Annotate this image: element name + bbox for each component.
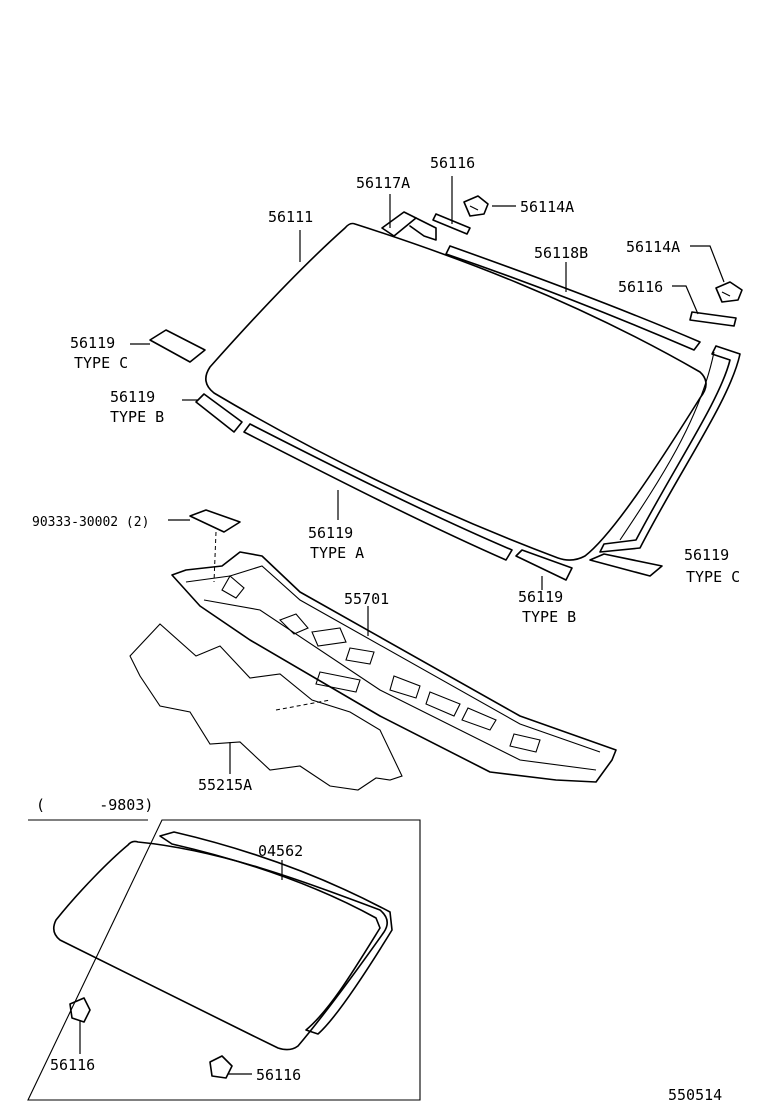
label-56116-inset-left: 56116: [50, 1056, 95, 1074]
label-diagram-id: 550514: [668, 1086, 722, 1104]
spacer-type-c-left: [149, 329, 206, 363]
label-56119-c-right: 56119: [684, 546, 729, 564]
spacer-type-c-right: [589, 553, 663, 577]
label-56114a-right: 56114A: [626, 238, 680, 256]
inset-windshield-glass: [52, 831, 393, 1051]
label-56116-right: 56116: [618, 278, 663, 296]
label-type-c-left: TYPE C: [74, 354, 128, 372]
label-90333: 90333-30002 (2): [32, 515, 149, 530]
part-labels: 56116 56117A 56114A 56111 56118B 56114A …: [32, 154, 740, 1104]
clip-56116-top: [432, 213, 471, 235]
label-56119-b-left: 56119: [110, 388, 155, 406]
label-inset-range: ( -9803): [36, 796, 153, 814]
cowl-seal: [129, 623, 403, 791]
windshield-glass: [205, 222, 707, 561]
spacer-type-b-bottom: [515, 549, 573, 581]
inset-clip-right: [209, 1055, 233, 1079]
label-56116-top: 56116: [430, 154, 475, 172]
label-type-a: TYPE A: [310, 544, 364, 562]
label-56114a-top: 56114A: [520, 198, 574, 216]
label-56119-b-bottom: 56119: [518, 588, 563, 606]
clip-56114a-right: [715, 281, 743, 303]
clip-56114a-top: [463, 195, 489, 217]
label-56117a: 56117A: [356, 174, 410, 192]
label-56111: 56111: [268, 208, 313, 226]
label-56118b: 56118B: [534, 244, 588, 262]
cowl-top-panel: [171, 551, 617, 783]
pillar-molding: [599, 345, 741, 553]
label-04562: 04562: [258, 842, 303, 860]
label-type-b-left: TYPE B: [110, 408, 164, 426]
label-type-c-right: TYPE C: [686, 568, 740, 586]
leader-lines: [79, 176, 725, 1075]
side-molding-strip: [445, 245, 701, 351]
label-56116-inset-right: 56116: [256, 1066, 301, 1084]
label-type-b-bottom: TYPE B: [522, 608, 576, 626]
label-55701: 55701: [344, 590, 389, 608]
inset-clip-left: [69, 997, 91, 1023]
fastener-90333: [189, 509, 241, 583]
inset-frame: [27, 819, 421, 1101]
label-55215a: 55215A: [198, 776, 252, 794]
label-56119-a: 56119: [308, 524, 353, 542]
clip-56116-right: [689, 311, 737, 327]
label-56119-c-left: 56119: [70, 334, 115, 352]
upper-molding: [381, 211, 437, 241]
spacer-type-a: [243, 423, 513, 561]
spacer-type-b-left: [195, 393, 243, 433]
